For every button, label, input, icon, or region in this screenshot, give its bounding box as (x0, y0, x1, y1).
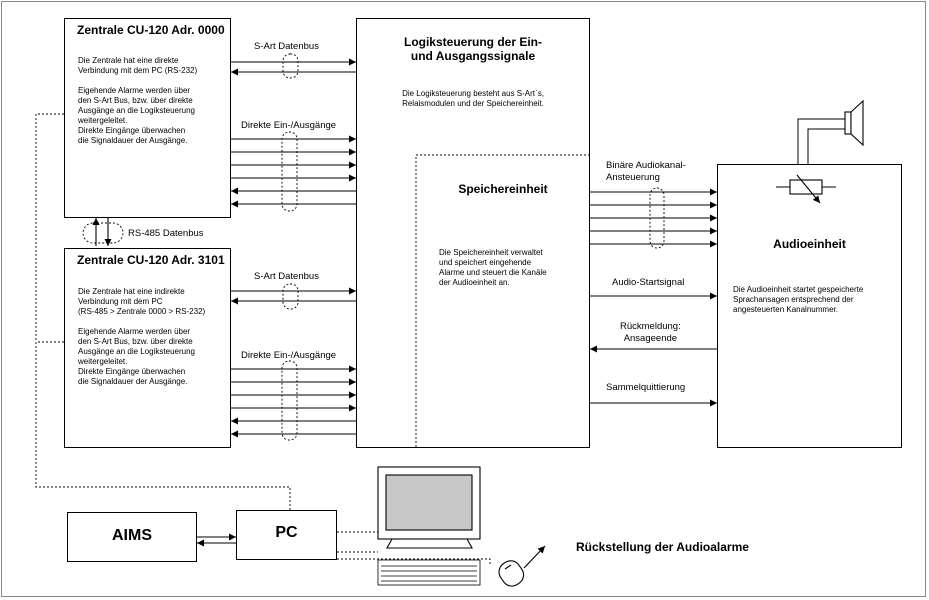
bundle-direkt1 (281, 131, 298, 212)
label-binaer: Binäre Audiokanal- Ansteuerung (606, 160, 686, 183)
audio-text: Die Audioeinheit startet gespeicherte Sp… (733, 285, 864, 314)
label-sart2: S-Art Datenbus (254, 271, 319, 282)
logik-text: Die Logiksteuerung besteht aus S-Art`s, … (402, 89, 544, 108)
bundle-sart2 (282, 283, 299, 310)
pc-box (236, 510, 337, 560)
label-rs485: RS-485 Datenbus (128, 228, 204, 239)
zentrale1-box (64, 18, 231, 218)
speicher-border (415, 154, 590, 447)
label-reset: Rückstellung der Audioalarme (576, 540, 749, 554)
label-sart1: S-Art Datenbus (254, 41, 319, 52)
bundle-sart1 (282, 53, 299, 79)
label-direkt2: Direkte Ein-/Ausgänge (241, 350, 337, 361)
zentrale1-text: Die Zentrale hat eine direkte Verbindung… (78, 56, 198, 145)
zentrale2-text: Die Zentrale hat eine indirekte Verbindu… (78, 287, 206, 386)
bundle-rs485 (82, 222, 124, 244)
pc-aims-link (197, 533, 236, 547)
rs485-arrows (92, 218, 112, 246)
pc-title: PC (275, 524, 298, 541)
zentrale2-box (64, 248, 231, 448)
keyboard-icon (377, 559, 481, 586)
label-rueckmeldung: Rückmeldung: Ansageende (620, 321, 681, 344)
audio-box (717, 164, 902, 448)
label-sammel: Sammelquittierung (606, 382, 686, 393)
bundle-direkt2 (281, 360, 298, 441)
mouse-icon (498, 545, 546, 587)
label-direkt1: Direkte Ein-/Ausgänge (241, 120, 337, 131)
speaker-icon (797, 99, 864, 164)
audio-title: Audioeinheit (773, 237, 846, 251)
zentrale2-title: Zentrale CU-120 Adr. 3101 (77, 253, 225, 267)
monitor-icon (377, 466, 481, 549)
pc-link-zentrale1 (35, 113, 291, 510)
potentiometer-icon (776, 174, 836, 204)
aims-box (67, 512, 197, 562)
pc-mouse-link (337, 558, 491, 566)
logik-box (356, 18, 590, 448)
aims-title: AIMS (112, 527, 152, 544)
label-startsignal: Audio-Startsignal (612, 277, 685, 288)
bundle-binaer (649, 187, 665, 249)
zentrale1-title: Zentrale CU-120 Adr. 0000 (77, 23, 225, 37)
speicher-title: Speichereinheit (458, 182, 548, 196)
logik-title: Logiksteuerung der Ein- und Ausgangssign… (403, 35, 542, 63)
speicher-text: Die Speichereinheit verwaltet und speich… (439, 248, 547, 287)
